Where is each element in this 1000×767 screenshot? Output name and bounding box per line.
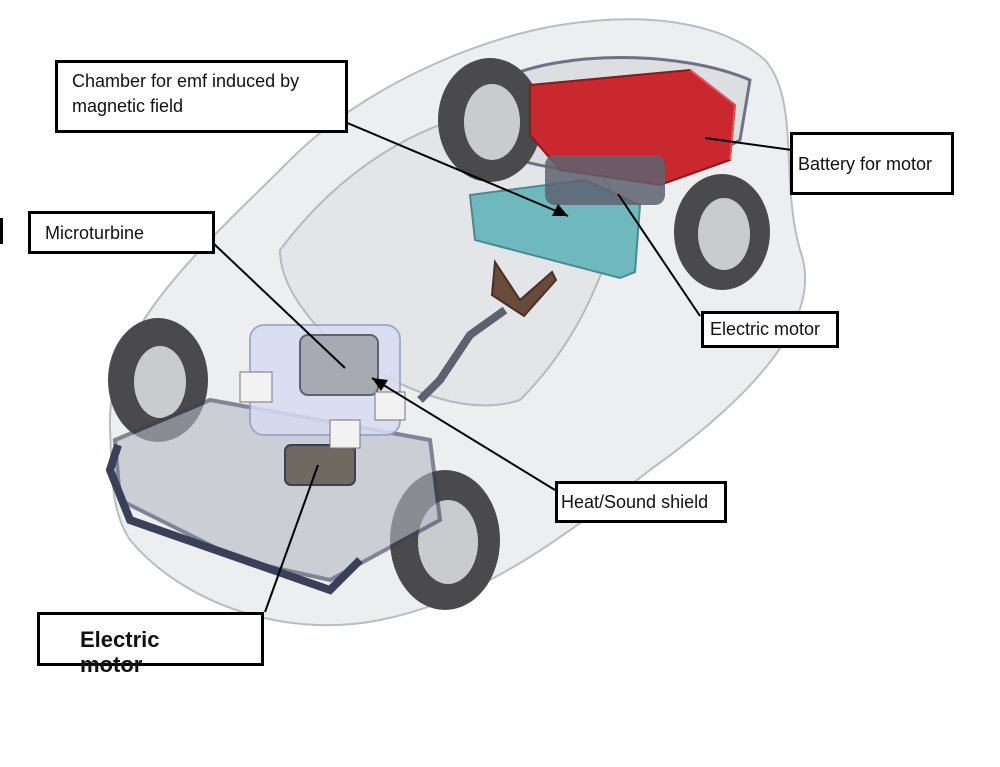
steering-wheel bbox=[490, 259, 558, 318]
arrow-heat-shield bbox=[372, 378, 388, 391]
front-bumper bbox=[105, 443, 363, 595]
leader-heat-shield bbox=[371, 377, 556, 491]
rear-motor-assembly bbox=[545, 155, 665, 205]
component-block-1 bbox=[239, 371, 273, 403]
leader-battery bbox=[704, 137, 793, 151]
component-block-2 bbox=[329, 419, 361, 449]
hub-rear-left bbox=[464, 84, 520, 160]
front-motor bbox=[284, 444, 356, 486]
arrow-chamber bbox=[552, 204, 568, 216]
component-block-3 bbox=[374, 391, 406, 421]
label-microturbine-text: Microturbine bbox=[45, 223, 145, 243]
label-electric-motor-front-text: Electric motor bbox=[80, 627, 160, 677]
label-battery: Battery for motor bbox=[790, 132, 954, 195]
label-chamber-text: Chamber for emf induced by magnetic fiel… bbox=[72, 71, 300, 116]
label-electric-motor-rear-text: Electric motor bbox=[710, 319, 821, 339]
microturbine bbox=[299, 334, 379, 396]
label-heat-shield: Heat/Sound shield bbox=[555, 481, 727, 523]
leader-microturbine bbox=[212, 242, 346, 369]
label-electric-motor-front: Electric motor bbox=[37, 612, 264, 677]
edge-mark bbox=[0, 218, 3, 244]
label-battery-text: Battery for motor bbox=[798, 154, 933, 174]
leader-electric-motor-front bbox=[264, 464, 319, 613]
hub-front-left bbox=[134, 346, 186, 418]
label-chamber: Chamber for emf induced by magnetic fiel… bbox=[55, 60, 348, 133]
leader-electric-motor-rear bbox=[617, 193, 701, 317]
label-electric-motor-rear: Electric motor bbox=[701, 311, 839, 348]
label-microturbine: Microturbine bbox=[28, 211, 215, 254]
label-heat-shield-text: Heat/Sound shield bbox=[561, 492, 709, 512]
hub-rear-right bbox=[698, 198, 750, 270]
steering-column bbox=[417, 306, 508, 403]
leader-chamber bbox=[344, 121, 569, 217]
